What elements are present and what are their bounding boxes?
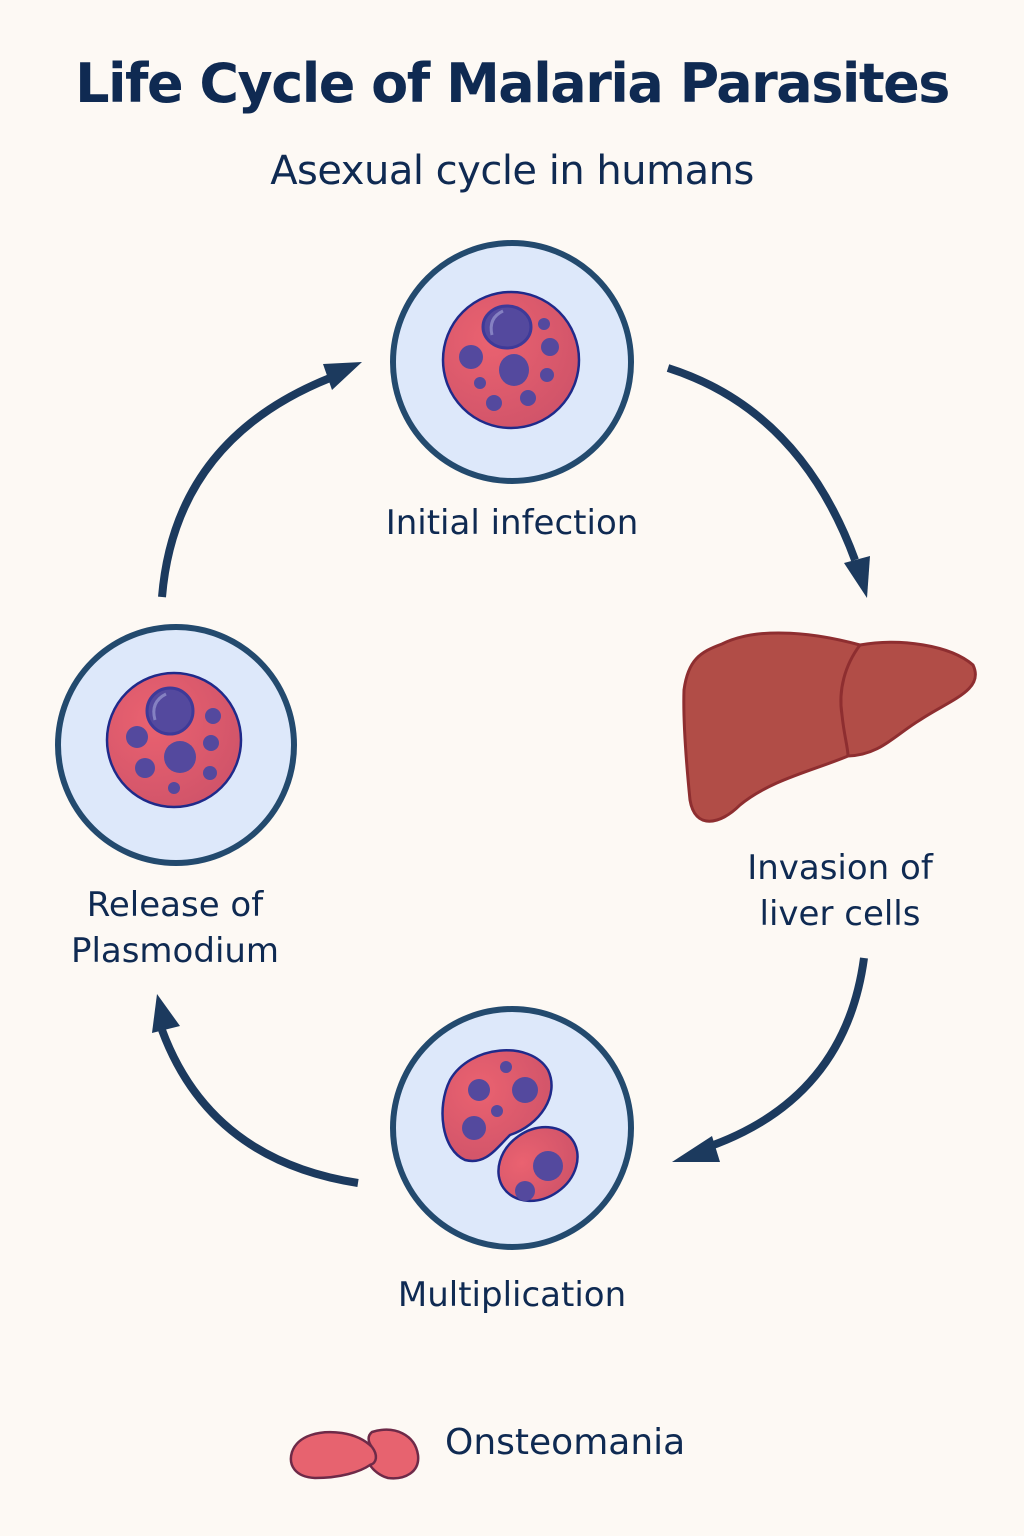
arrow-multiplication-to-release [158, 1028, 359, 1187]
stage-label-line: Release of [86, 885, 264, 925]
arrow-head-icon [672, 1136, 720, 1162]
arrow-head-icon [152, 994, 180, 1033]
initial-infection-icon [390, 240, 634, 484]
stage-label-line: liver cells [759, 894, 921, 934]
arrow-head-icon [323, 362, 362, 390]
arrow-initial-to-invasion [666, 364, 859, 562]
brand-name: Onsteomania [445, 1422, 686, 1463]
stage-label-line: Plasmodium [70, 931, 280, 971]
page-subtitle: Asexual cycle in humans [270, 148, 754, 194]
stage-label-initial-infection: Initial infection [385, 503, 639, 543]
stage-label-line: Invasion of [747, 848, 933, 888]
release-plasmodium-icon [55, 624, 297, 866]
stage-label-release: Release of Plasmodium [20, 882, 330, 974]
stage-label-multiplication: Multiplication [397, 1275, 627, 1315]
brand-logo-icon [289, 1428, 420, 1480]
multiplication-icon [390, 1006, 634, 1250]
arrow-head-icon [844, 556, 870, 598]
arrow-invasion-to-multiplication [703, 957, 868, 1152]
arrow-release-to-initial [158, 374, 332, 598]
liver-icon [682, 631, 977, 823]
stage-label-invasion: Invasion of liver cells [680, 845, 1000, 937]
page-title: Life Cycle of Malaria Parasites [75, 52, 950, 115]
